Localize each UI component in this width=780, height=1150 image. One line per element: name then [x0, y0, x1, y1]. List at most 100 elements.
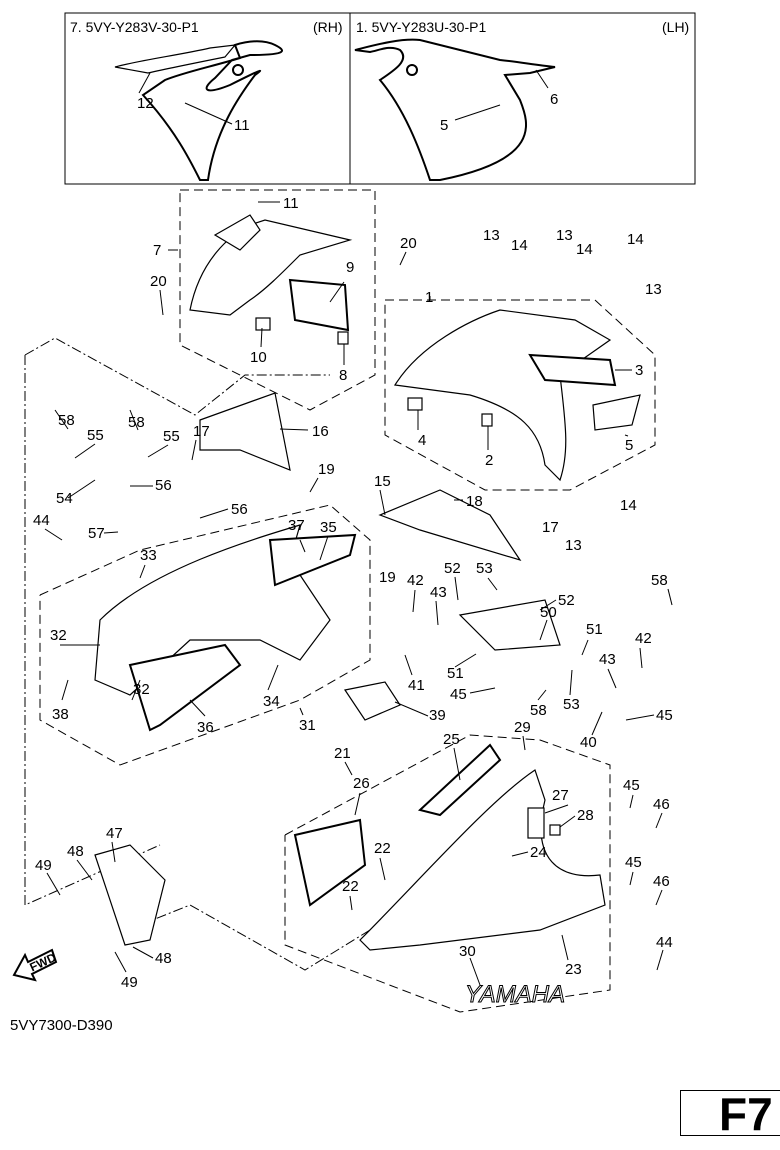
reference-line-c — [139, 904, 371, 971]
group-21-outline — [284, 734, 611, 1013]
callout-53b: 53 — [563, 696, 580, 713]
callout-56b: 56 — [231, 501, 248, 518]
callout-46a: 46 — [653, 796, 670, 813]
callout-52b: 52 — [558, 592, 575, 609]
rh-side-label: (RH) — [313, 19, 343, 35]
part-36-seal — [128, 643, 242, 732]
callout-47: 47 — [106, 825, 123, 842]
callout-8: 8 — [339, 367, 347, 384]
callout-45b: 45 — [656, 707, 673, 724]
part-31-panel — [94, 524, 331, 696]
page-tag: F7 — [719, 1088, 773, 1140]
callout-49b: 49 — [121, 974, 138, 991]
callout-42a: 42 — [407, 572, 424, 589]
callout-13c: 13 — [645, 281, 662, 298]
callout-14a: 14 — [511, 237, 528, 254]
callout-13d: 13 — [565, 537, 582, 554]
reference-line-a — [24, 337, 330, 416]
callout-44a: 44 — [33, 512, 50, 529]
title-box-frame — [64, 12, 696, 185]
callout-1: 1 — [425, 289, 433, 306]
rh-cowl-drawing — [141, 40, 284, 181]
part-5-decal — [592, 394, 641, 431]
part-50-bracket — [458, 599, 561, 651]
callout-58d: 58 — [530, 702, 547, 719]
callout-32a: 32 — [50, 627, 67, 644]
callout-4: 4 — [418, 432, 426, 449]
part-8-clip — [337, 331, 349, 345]
callout-3: 3 — [635, 362, 643, 379]
part-21-under-cowl — [359, 769, 606, 951]
callout-27: 27 — [552, 787, 569, 804]
part-11-decal — [213, 214, 261, 251]
callout-20a: 20 — [150, 273, 167, 290]
callout-31: 31 — [299, 717, 316, 734]
callout-45d: 45 — [625, 854, 642, 871]
callout-17a: 17 — [193, 423, 210, 440]
callout-19a: 19 — [318, 461, 335, 478]
callout-9: 9 — [346, 259, 354, 276]
rh-part-ref: 7. 5VY-Y283V-30-P1 — [70, 19, 199, 35]
callout-58b: 58 — [128, 414, 145, 431]
callout-22b: 22 — [342, 878, 359, 895]
callout-35: 35 — [320, 519, 337, 536]
callout-16: 16 — [312, 423, 329, 440]
callout-56a: 56 — [155, 477, 172, 494]
forward-arrow: FWD — [12, 948, 58, 982]
callout-43a: 43 — [430, 584, 447, 601]
lh-part-ref: 1. 5VY-Y283U-30-P1 — [356, 19, 486, 35]
callout-5-top: 5 — [440, 117, 448, 134]
callout-50: 50 — [540, 604, 557, 621]
callout-40: 40 — [580, 734, 597, 751]
group-7-outline — [179, 189, 376, 411]
callout-14b: 14 — [576, 241, 593, 258]
callout-22a: 22 — [374, 840, 391, 857]
callout-58a: 58 — [58, 412, 75, 429]
callout-11-top: 11 — [234, 117, 250, 134]
part-4-block — [407, 397, 423, 411]
callout-43b: 43 — [599, 651, 616, 668]
callout-49a: 49 — [35, 857, 52, 874]
callout-57: 57 — [88, 525, 105, 542]
callout-42b: 42 — [635, 630, 652, 647]
callout-48b: 48 — [155, 950, 172, 967]
part-28-pad — [549, 824, 561, 836]
part-2-clip — [481, 413, 493, 427]
callout-52a: 52 — [444, 560, 461, 577]
callout-48a: 48 — [67, 843, 84, 860]
callout-14d: 14 — [620, 497, 637, 514]
callout-6-top: 6 — [550, 91, 558, 108]
callout-25: 25 — [443, 731, 460, 748]
callout-34: 34 — [263, 693, 280, 710]
part-15-panel — [378, 489, 522, 562]
group-31-outline — [39, 504, 371, 766]
part-47-cover — [94, 844, 166, 946]
callout-45c: 45 — [623, 777, 640, 794]
callout-15: 15 — [374, 473, 391, 490]
callout-24: 24 — [530, 844, 547, 861]
callout-32b: 32 — [133, 681, 150, 698]
callout-17b: 17 — [542, 519, 559, 536]
drawing-code: 5VY7300-D390 — [10, 1017, 113, 1034]
callout-41: 41 — [408, 677, 425, 694]
callout-10: 10 — [250, 349, 267, 366]
callout-53a: 53 — [476, 560, 493, 577]
callout-44b: 44 — [656, 934, 673, 951]
callout-55b: 55 — [163, 428, 180, 445]
page-tag-box: F7 — [680, 1088, 780, 1140]
callout-19b: 19 — [379, 569, 396, 586]
rh-cowl-hole — [232, 64, 244, 76]
callout-33: 33 — [140, 547, 157, 564]
callout-58c: 58 — [651, 572, 668, 589]
part-39-piece — [344, 681, 401, 721]
leader-lines — [44, 201, 673, 986]
callout-54: 54 — [56, 490, 73, 507]
callout-11: 11 — [283, 195, 299, 212]
callouts: 1 2 3 4 5 7 8 9 10 11 13 13 13 13 14 14 … — [33, 195, 673, 991]
callout-28: 28 — [577, 807, 594, 824]
lh-cowl-hole — [406, 64, 418, 76]
callout-51a: 51 — [447, 665, 464, 682]
callout-20b: 20 — [400, 235, 417, 252]
title-box-group: 7. 5VY-Y283V-30-P1 (RH) 1. 5VY-Y283U-30-… — [64, 12, 696, 185]
callout-36: 36 — [197, 719, 214, 736]
